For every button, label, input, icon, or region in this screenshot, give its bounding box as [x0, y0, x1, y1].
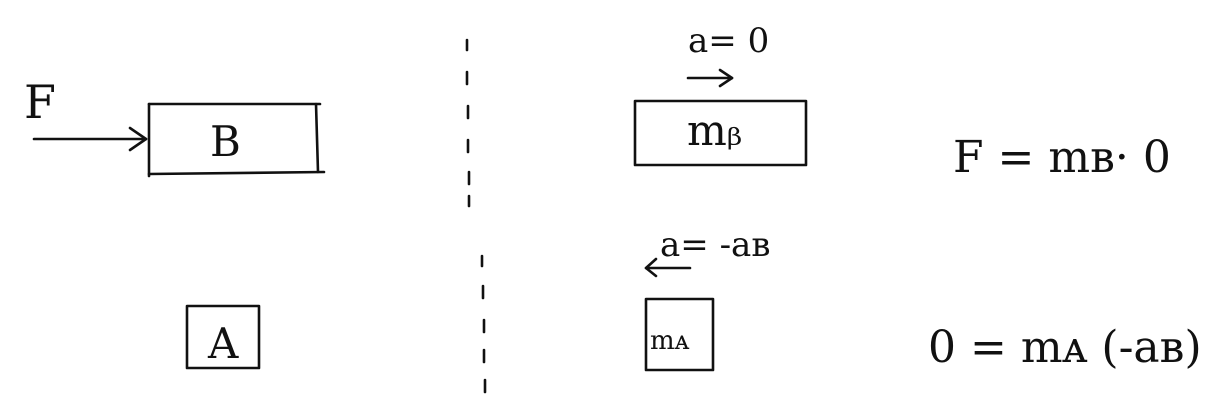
mass-b-label: mᵦ [687, 106, 742, 155]
mass-a-box [644, 297, 715, 372]
equation-a: 0 = mᴀ (-aʙ) [928, 322, 1202, 373]
block-a [185, 304, 261, 370]
accel-b-arrow [686, 68, 734, 88]
mass-b-box [633, 99, 808, 167]
block-b [147, 102, 326, 178]
mass-a-label: mᴀ [650, 326, 690, 356]
dashed-divider [465, 38, 487, 394]
block-a-label: A [207, 319, 239, 368]
block-b-label: B [210, 117, 241, 166]
equation-b: F = mʙ· 0 [953, 132, 1171, 183]
force-arrow [32, 126, 148, 152]
accel-a-label: a= -aʙ [660, 225, 770, 265]
accel-b-label: a= 0 [688, 21, 769, 61]
accel-a-arrow [644, 257, 692, 278]
force-label: F [24, 75, 56, 129]
